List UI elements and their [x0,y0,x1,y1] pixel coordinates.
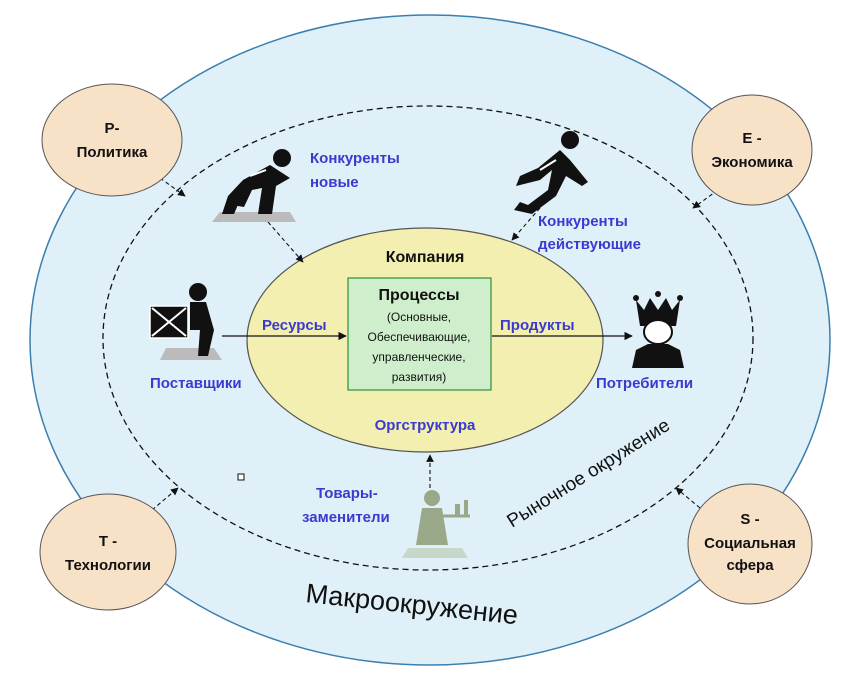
arrow-economy [692,189,719,209]
arrow-social [675,487,701,509]
factor-politics-code: P- [105,120,120,137]
factor-technology-code: T - [99,533,117,550]
factor-economy-name: Экономика [711,154,793,171]
substitutes-label-2: заменители [302,509,390,526]
crowned-king-icon [632,291,684,368]
process-line-2: Обеспечивающие, [368,330,471,344]
new-competitors-label-2: новые [310,174,359,191]
company-title: Компания [386,249,465,266]
sprinter-icon [514,131,588,214]
suppliers-label: Поставщики [150,375,242,392]
current-competitors-label-1: Конкуренты [538,213,628,230]
factor-social: S - Социальная сфера [687,483,813,605]
processes-title: Процессы [378,287,459,304]
factor-economy: E - Экономика [691,94,813,206]
processes-box [347,277,492,391]
arrow-politics [159,177,186,197]
crouching-runner-icon [212,149,296,222]
arrow-technology [151,487,179,511]
factor-politics-name: Политика [77,144,148,161]
factor-social-name: Социальная [704,535,796,552]
factor-economy-code: E - [742,130,761,147]
process-line-3: управленческие, [372,350,465,364]
arrow-current-competitors [511,207,541,241]
current-competitors-label-2: действующие [538,236,641,253]
consumers-label: Потребители [596,375,693,392]
substitutes-label-1: Товары- [316,485,378,502]
factor-technology: T - Технологии [39,493,177,611]
market-environment-ellipse [102,105,754,571]
waiter-icon [402,490,470,558]
factor-politics: P- Политика [41,83,183,197]
process-line-4: развития) [392,370,447,384]
factor-social-code: S - [740,511,759,528]
process-line-1: (Основные, [387,310,451,324]
delivery-person-icon [149,283,222,360]
resources-label: Ресурсы [262,317,327,334]
factor-social-name2: сфера [726,557,774,574]
products-label: Продукты [500,317,575,334]
new-competitors-label-1: Конкуренты [310,150,400,167]
arrow-new-competitors [267,221,304,263]
factor-technology-name: Технологии [65,557,151,574]
small-square-marker [237,473,245,481]
org-structure-label: Оргструктура [375,417,476,434]
